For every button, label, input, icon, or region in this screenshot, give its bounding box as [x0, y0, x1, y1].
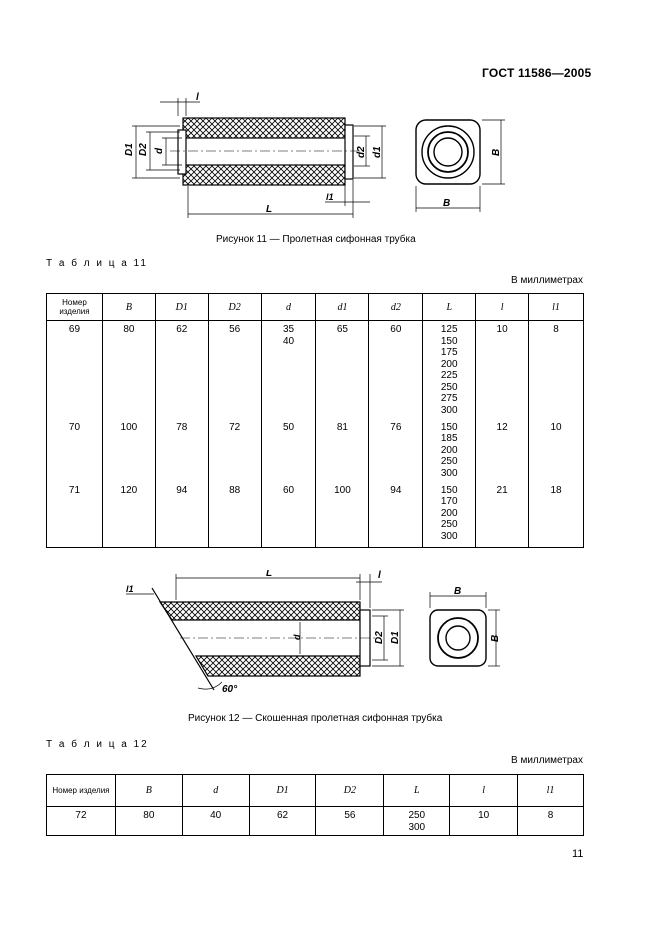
figure-11-drawing: l D1 D2 d d2 d1 l1 L B B	[124, 92, 505, 218]
table-12: Номер изделия B d D1 D2 L l l1 72 80 40 …	[46, 774, 584, 836]
header-cell: L	[422, 293, 477, 321]
table-11-header-row: Номер изделия B D1 D2 d d1 d2 L l l1	[46, 293, 584, 321]
table-cell: 62	[248, 806, 317, 836]
figure-11-caption: Рисунок 11 — Пролетная сифонная трубка	[216, 234, 416, 245]
header-cell: L	[383, 774, 451, 807]
header-cell: l	[475, 293, 530, 321]
table-12-units: В миллиметрах	[511, 755, 583, 766]
header-cell: D1	[248, 774, 317, 807]
table-cell: 94	[368, 481, 424, 548]
page-header-standard: ГОСТ 11586—2005	[482, 66, 592, 80]
table-cell: 56	[315, 806, 385, 836]
table-cell: 78	[154, 418, 209, 482]
header-cell: l1	[528, 293, 584, 321]
table-cell: 10	[475, 320, 530, 419]
table-cell: 62	[154, 320, 209, 419]
table-cell: 50	[260, 418, 317, 482]
header-cell: Номер изделия	[46, 774, 116, 807]
label-angle: 60°	[222, 684, 238, 695]
table-cell: 81	[315, 418, 370, 482]
table-11-units: В миллиметрах	[511, 275, 583, 286]
label-D1: D1	[124, 143, 135, 156]
table-12-header-row: Номер изделия B d D1 D2 L l l1	[46, 774, 584, 807]
label-l: l	[378, 570, 381, 581]
table-cell: 88	[207, 481, 262, 548]
table-cell: 12	[475, 418, 530, 482]
beveled-tube-end-view	[429, 592, 500, 667]
table-cell: 71	[46, 481, 103, 548]
table-cell: 70	[46, 418, 103, 482]
label-l1: l1	[126, 584, 134, 594]
table-cell: 80	[101, 320, 156, 419]
label-B-side: B	[491, 149, 502, 156]
table-11: Номер изделия B D1 D2 d d1 d2 L l l1 69 …	[46, 293, 584, 548]
beveled-tube-body	[151, 587, 380, 691]
label-D2: D2	[138, 143, 149, 156]
header-cell: d1	[315, 293, 370, 321]
table-cell: 10	[528, 418, 584, 482]
header-cell: d	[260, 293, 317, 321]
header-cell: d2	[368, 293, 424, 321]
table-cell: 40	[181, 806, 250, 836]
table-cell: 65	[315, 320, 370, 419]
label-D2: D2	[374, 631, 385, 644]
label-d1: d1	[372, 146, 383, 158]
header-cell: D2	[315, 774, 385, 807]
table-cell: 72	[207, 418, 262, 482]
table-cell: 76	[368, 418, 424, 482]
label-l-top: l	[196, 92, 199, 103]
dimension-lines-12	[126, 574, 404, 690]
label-d: d	[154, 147, 165, 154]
label-B-top: B	[454, 586, 461, 597]
table-11-label: Т а б л и ц а 11	[46, 258, 148, 269]
table-cell: 60	[260, 481, 317, 548]
table-cell: 100	[315, 481, 370, 548]
table-cell: 18	[528, 481, 584, 548]
table-12-label: Т а б л и ц а 12	[46, 739, 149, 750]
header-cell: l	[449, 774, 519, 807]
label-B-side: B	[490, 635, 501, 642]
label-d2: d2	[356, 146, 367, 158]
figure-12-caption: Рисунок 12 — Скошенная пролетная сифонна…	[188, 713, 443, 724]
page-number: 11	[572, 848, 584, 860]
header-cell: d	[181, 774, 250, 807]
table-cell: 80	[114, 806, 183, 836]
table-cell: 69	[46, 320, 103, 419]
header-cell: D2	[207, 293, 262, 321]
table-cell: 100	[101, 418, 156, 482]
figure-12-drawing: L l l1 d D2 D1 B B 60°	[126, 570, 501, 695]
header-cell: Номер изделия	[46, 293, 103, 321]
header-cell: B	[101, 293, 156, 321]
tube-end-view	[415, 119, 505, 212]
label-B-bottom: B	[443, 198, 450, 209]
label-L: L	[266, 570, 272, 579]
table-cell: 8	[517, 806, 584, 836]
table-cell: 10	[449, 806, 519, 836]
tube-body	[170, 117, 360, 186]
table-cell: 120	[101, 481, 156, 548]
label-l1: l1	[326, 192, 334, 202]
header-cell: B	[114, 774, 183, 807]
table-cell: 56	[207, 320, 262, 419]
header-cell: l1	[517, 774, 584, 807]
header-cell: D1	[154, 293, 209, 321]
table-cell: 60	[368, 320, 424, 419]
label-D1: D1	[390, 631, 401, 644]
table-cell: 94	[154, 481, 209, 548]
label-L: L	[266, 204, 272, 215]
label-d: d	[292, 634, 302, 640]
dimension-lines	[132, 98, 386, 218]
table-cell: 8	[528, 320, 584, 419]
table-cell: 21	[475, 481, 530, 548]
table-cell: 72	[46, 806, 116, 836]
